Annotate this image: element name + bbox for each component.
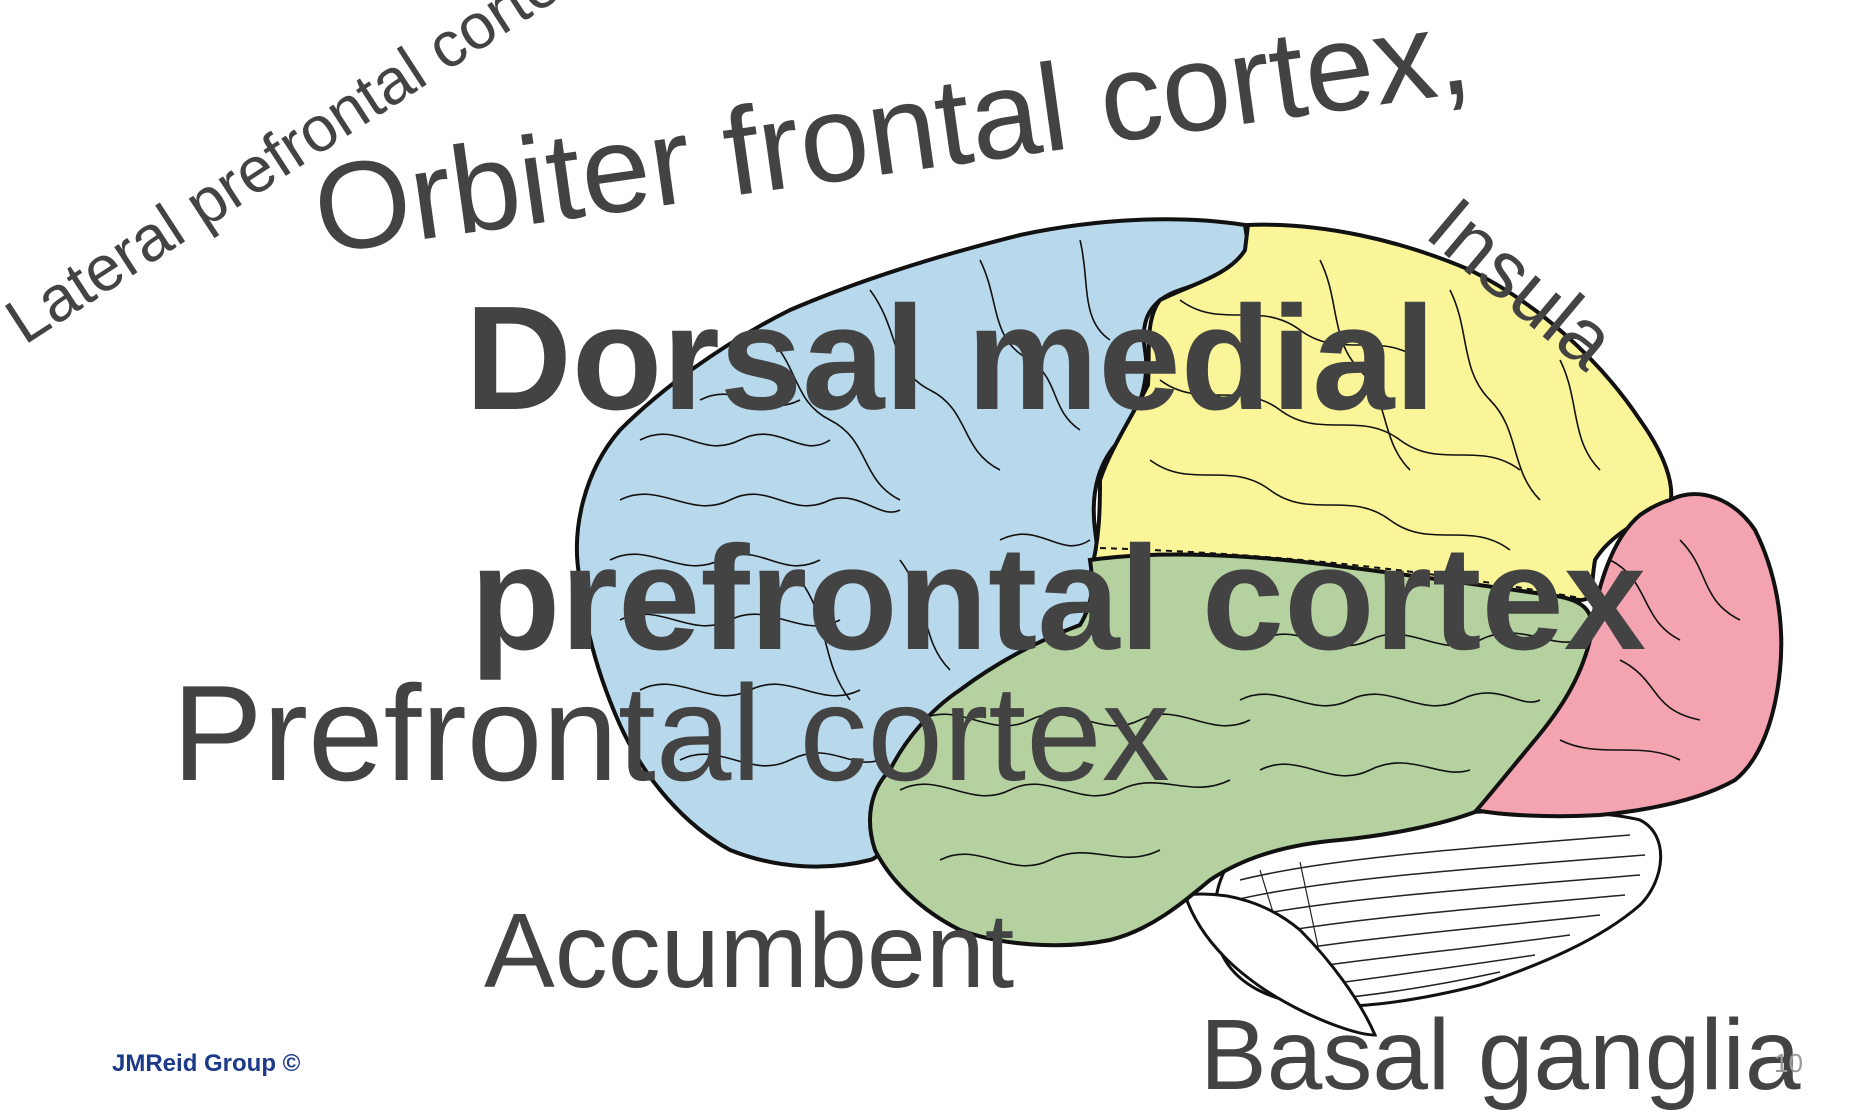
- slide-number: 10: [1774, 1048, 1803, 1079]
- label-dorsal-medial-line-2: prefrontal cortex: [470, 525, 1646, 673]
- label-accumbent: Accumbent: [484, 898, 1014, 1004]
- label-basal-ganglia: Basal ganglia: [1200, 1005, 1800, 1105]
- label-dorsal-medial-line-1: Dorsal medial: [465, 285, 1436, 433]
- label-prefrontal-cortex: Prefrontal cortex: [172, 665, 1170, 801]
- credit-text: JMReid Group ©: [112, 1050, 300, 1078]
